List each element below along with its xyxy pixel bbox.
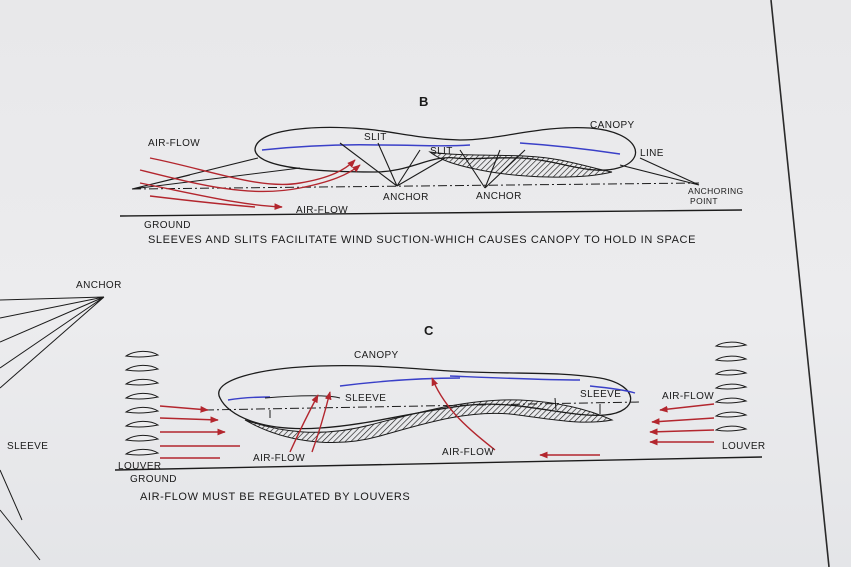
label-slit-1: SLIT [364,132,387,143]
canopy-c-outline [218,364,632,430]
canopy-b-hatched-skin [428,151,613,178]
label-louver-right: LOUVER [722,441,766,452]
label-canopy-c: CANOPY [354,350,399,361]
label-line: LINE [640,148,664,159]
ground-b [119,209,743,217]
left-fragment: ANCHOR SLEEVE [0,280,122,561]
airflow-arrows-b [139,157,361,210]
caption-c: AIR-FLOW MUST BE REGULATED BY LOUVERS [140,491,410,503]
canopy-b-outline [254,126,637,173]
center-line-c [204,401,641,411]
louvers-left [124,350,160,456]
ground-c [114,456,763,471]
label-canopy-b: CANOPY [590,120,635,131]
label-sleeve-left: SLEEVE [7,441,48,452]
canopy-b-blue-line [261,144,471,151]
figure-b-heading: B [419,94,429,109]
label-ground-c: GROUND [130,474,177,485]
center-line-b [131,182,700,190]
label-air-flow-c-center: AIR-FLOW [442,447,494,458]
label-ground-b: GROUND [144,220,191,231]
label-anchor-2: ANCHOR [476,191,522,202]
label-point: POINT [690,196,718,206]
label-slit-2: SLIT [430,146,453,157]
label-sleeve-c-1: SLEEVE [345,393,386,404]
caption-b: SLEEVES AND SLITS FACILITATE WIND SUCTIO… [148,234,696,246]
poster-edge [770,0,830,567]
label-air-flow-c-left: AIR-FLOW [253,453,305,464]
canopy-c-hatched-skin [244,399,614,444]
label-air-flow-c-right: AIR-FLOW [662,391,714,402]
airflow-arrows-c [159,377,715,459]
label-air-flow-b-left: AIR-FLOW [148,138,200,149]
label-anchor-left: ANCHOR [76,280,122,291]
figure-c-heading: C [424,323,434,338]
anchor-lines-b [131,142,700,190]
louvers-right [714,341,748,432]
canopy-c-blue-lines [227,375,636,401]
figure-b: B AIR-FLOW AIR-FLOW SLIT SLIT CANOPY LIN… [119,94,744,246]
label-anchoring: ANCHORING [688,186,744,196]
label-louver-left: LOUVER [118,461,162,472]
canopy-b-blue-line-2 [519,142,621,155]
left-anchor-lines [0,296,105,561]
label-anchor-1: ANCHOR [383,192,429,203]
figure-c: C [114,323,766,503]
label-sleeve-c-2: SLEEVE [580,389,621,400]
label-air-flow-b-bottom: AIR-FLOW [296,205,348,216]
